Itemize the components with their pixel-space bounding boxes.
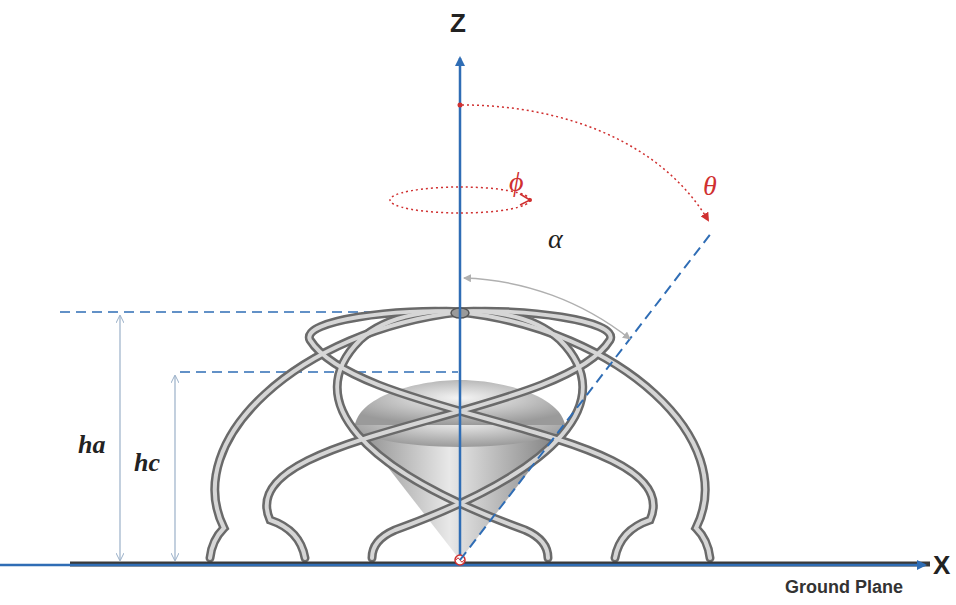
angle-label: α xyxy=(548,225,563,253)
axis-label: Z xyxy=(450,10,466,36)
angle-label: θ xyxy=(703,172,717,200)
dimension-label: ha xyxy=(78,432,105,458)
part-label: Ground Plane xyxy=(785,578,903,596)
dimension-label: hc xyxy=(134,450,160,476)
axis-label: X xyxy=(933,552,950,578)
angle-label: ϕ xyxy=(509,168,524,196)
